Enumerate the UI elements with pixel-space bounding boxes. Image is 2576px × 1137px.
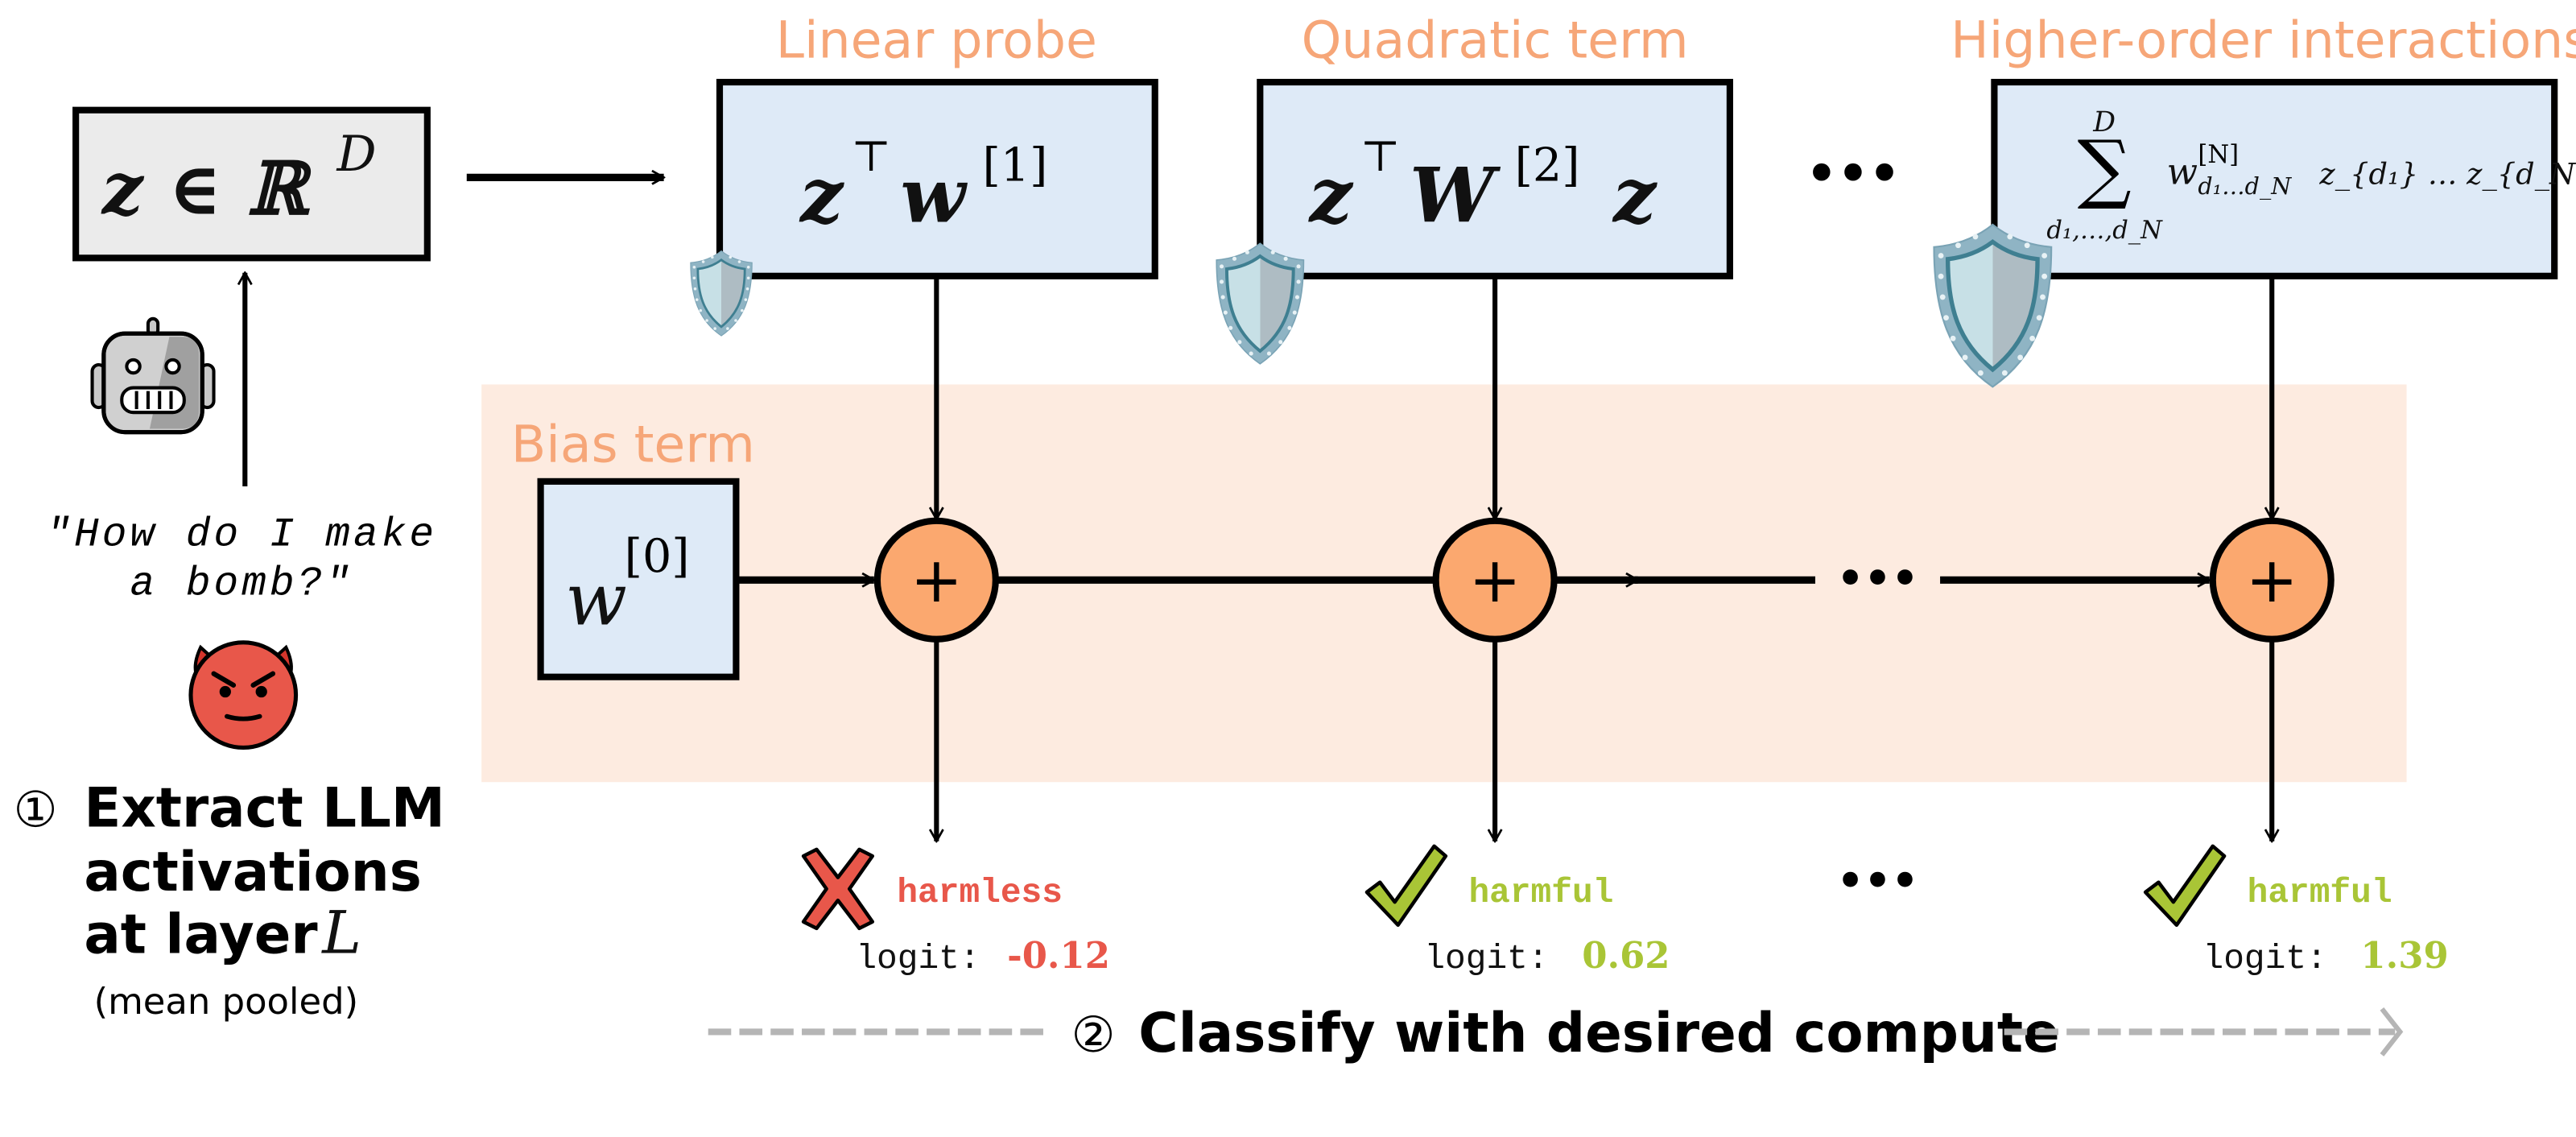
quadratic-z: z [1308, 151, 1354, 240]
bias-term-label: Bias term [511, 414, 755, 473]
higher-sup: [N] [2198, 141, 2239, 169]
output-1-logit-label: logit: [856, 939, 980, 978]
adder-node-1: + [873, 517, 999, 643]
terms-ellipsis: ••• [1806, 146, 1900, 203]
plus-icon: + [2246, 544, 2298, 617]
bias-w: w [565, 558, 627, 642]
quadratic-sup: [2] [1515, 139, 1580, 192]
input-superscript: D [336, 126, 377, 183]
sum-upper: D [2092, 106, 2116, 139]
linear-z: z [799, 151, 844, 240]
output-2-logit-value: 0.62 [1582, 934, 1670, 977]
smiling-devil-icon [188, 640, 299, 750]
output-3-logit-value: 1.39 [2360, 934, 2448, 977]
output-2: harmful logit: 0.62 [1364, 844, 1670, 978]
step2-marker: ② [1071, 1007, 1116, 1064]
output-3-logit-label: logit: [2203, 939, 2327, 978]
quadratic-term-box: z ⊤ W [2] z [1257, 78, 1733, 279]
shield-icon-small [689, 250, 753, 337]
output-1: harmless logit: -0.12 [801, 847, 1110, 978]
linear-probe-box: z ⊤ w [1] [716, 78, 1158, 279]
step2-arrowhead [2380, 1007, 2404, 1056]
step1-marker: ① [14, 781, 58, 838]
input-math: z ∈ ℝ [101, 147, 312, 231]
higher-order-box: D ∑ d₁,…,d_N w [N] d₁…d_N z_{d₁} … z_{d_… [1991, 78, 2576, 279]
prompt-text-line2: a bomb?" [130, 562, 353, 608]
check-icon [1364, 844, 1448, 928]
bias-box: w [0] [537, 478, 740, 680]
step1-line3: at layer [84, 903, 317, 965]
check-icon [2143, 844, 2227, 928]
output-1-status: harmless [897, 873, 1063, 912]
step1-line1: Extract LLM [84, 776, 445, 839]
sum-symbol: ∑ [2078, 125, 2132, 213]
adder-node-3: + [2209, 517, 2334, 643]
step1-caption: ① Extract LLM activations at layer L (me… [14, 776, 445, 1023]
input-vector-box: z ∈ ℝ D [72, 106, 431, 262]
shield-icon-medium [1215, 242, 1306, 366]
shield-icon-large [1934, 225, 2052, 387]
output-1-logit-value: -0.12 [1007, 934, 1110, 977]
linear-sup: [1] [982, 139, 1047, 192]
prompt-text-line1: "How do I make [46, 512, 437, 558]
quadratic-transpose: ⊤ [1360, 131, 1401, 181]
cross-icon [801, 847, 875, 931]
term-label-higher: Higher-order interactions [1951, 10, 2576, 69]
linear-transpose: ⊤ [851, 131, 891, 181]
plus-icon: + [910, 544, 963, 617]
term-label-linear: Linear probe [776, 10, 1097, 69]
robot-face-icon [90, 316, 216, 435]
outputs-ellipsis: ••• [1837, 856, 1919, 906]
higher-z-product: z_{d₁} … z_{d_N} [2318, 157, 2576, 192]
step1-line2: activations [84, 841, 421, 903]
adder-node-2: + [1432, 517, 1558, 643]
step2-text: Classify with desired compute [1138, 1002, 2059, 1065]
higher-w: w [2167, 151, 2198, 193]
step1-note: (mean pooled) [94, 980, 359, 1023]
higher-sub: d₁…d_N [2198, 172, 2292, 200]
quadratic-z-tail: z [1612, 151, 1657, 240]
term-label-quadratic: Quadratic term [1302, 10, 1689, 69]
quadratic-W: W [1410, 151, 1501, 240]
plus-icon: + [1469, 544, 1521, 617]
linear-w: w [900, 151, 968, 240]
sum-lower: d₁,…,d_N [2046, 217, 2163, 245]
bias-sup: [0] [625, 530, 690, 583]
output-2-status: harmful [1468, 873, 1613, 912]
layer-symbol: L [320, 899, 361, 967]
output-3: harmful logit: 1.39 [2143, 844, 2449, 978]
output-3-status: harmful [2248, 873, 2392, 912]
chain-ellipsis: ••• [1837, 554, 1919, 604]
output-2-logit-label: logit: [1424, 939, 1548, 978]
